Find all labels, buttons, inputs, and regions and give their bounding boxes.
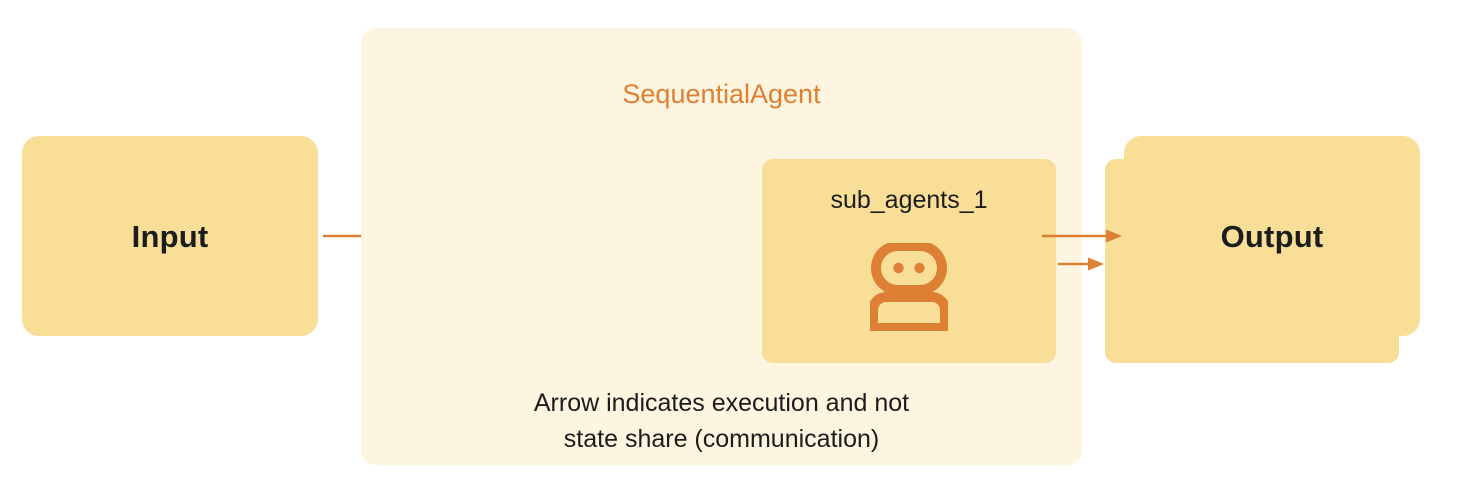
agent-label-sub-agents-1: sub_agents_1	[830, 186, 988, 214]
output-box: Output	[1124, 136, 1420, 336]
sequential-agent-title: SequentialAgent	[622, 79, 821, 109]
input-label: Input	[131, 218, 209, 254]
arrow-right-icon-agent-2-to-output	[1042, 227, 1122, 245]
caption: Arrow indicates execution and not state …	[361, 385, 1082, 457]
caption-line-1: Arrow indicates execution and not	[533, 389, 910, 417]
arrow-right-icon-agent-1-to-agent-2	[1058, 255, 1104, 273]
robot-icon	[868, 241, 950, 333]
sequential-agent-container: SequentialAgent sub_agents_1	[361, 28, 1399, 465]
caption-line-2: state share (communication)	[563, 425, 880, 453]
input-box: Input	[22, 136, 318, 336]
output-label: Output	[1220, 218, 1324, 254]
agent-box-sub-agents-1: sub_agents_1	[762, 159, 1056, 363]
